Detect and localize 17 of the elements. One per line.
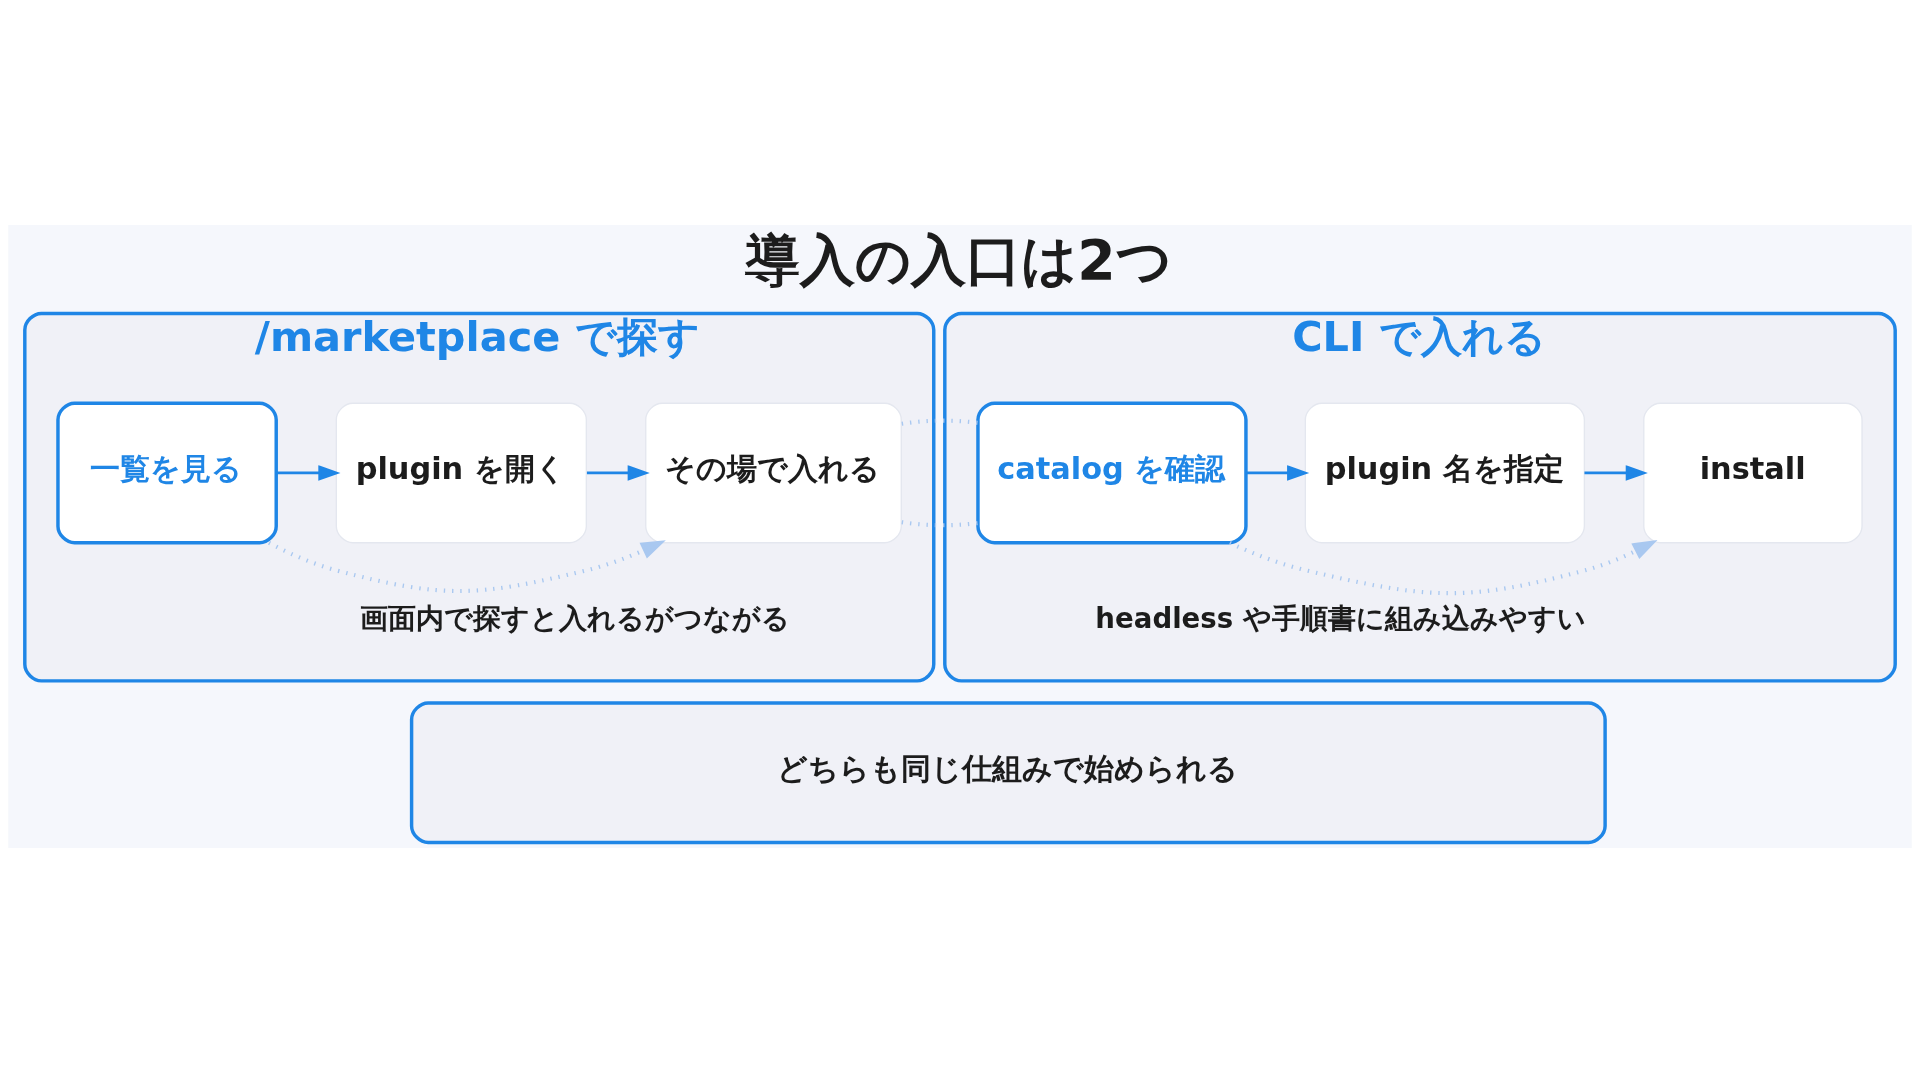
node-box: catalog を確認	[976, 400, 1248, 544]
arrow	[1584, 464, 1648, 481]
arrow	[268, 539, 666, 593]
node-box: plugin を開く	[335, 402, 588, 543]
arrow	[1246, 464, 1310, 481]
node-box: install	[1643, 402, 1863, 543]
label: headless や手順書に組み込みやすい	[1095, 601, 1586, 635]
label: 画面内で探すと入れるがつながる	[360, 601, 791, 635]
node-box: どちらも同じ仕組みで始められる	[409, 700, 1607, 844]
node-box: plugin 名を指定	[1304, 402, 1586, 543]
arrow	[276, 464, 341, 481]
connector	[901, 418, 978, 527]
node-box: 一覧を見る	[56, 400, 278, 544]
arrow	[586, 464, 650, 481]
diagram-title: 導入の入口は2つ	[745, 227, 1172, 292]
arrow	[1228, 539, 1658, 595]
node-box: その場で入れる	[645, 402, 902, 543]
